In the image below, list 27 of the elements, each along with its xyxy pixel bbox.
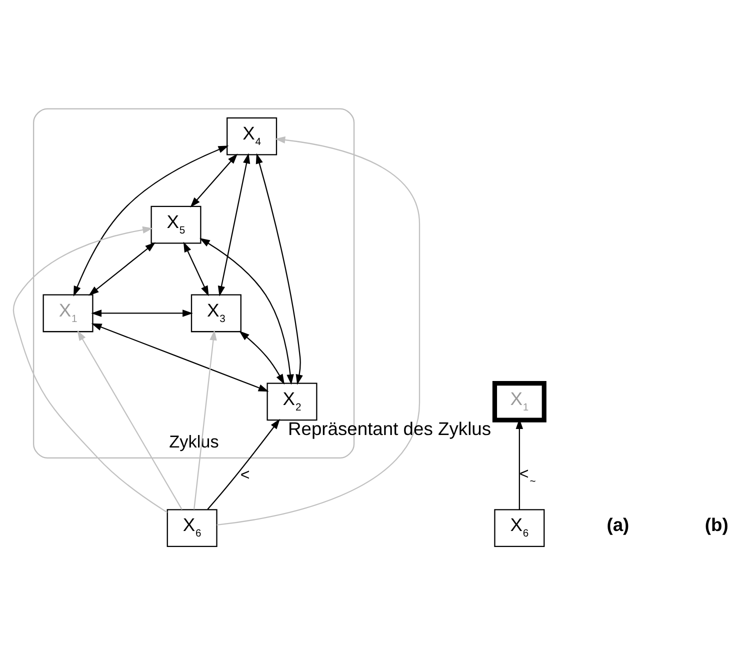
node-box: X$_{1}$ bbox=[42, 294, 94, 332]
node-box: X$_{2}$ bbox=[266, 382, 318, 421]
label: (a) bbox=[606, 514, 630, 536]
arrow bbox=[88, 242, 156, 296]
edge-label: <$_{~}$ bbox=[519, 464, 536, 488]
arrow bbox=[239, 330, 285, 385]
node-box: X$_{6}$ bbox=[494, 509, 545, 547]
node-box: X$_{4}$ bbox=[226, 117, 278, 156]
arrow bbox=[183, 242, 209, 296]
arrow bbox=[73, 146, 229, 296]
label: (b) bbox=[704, 514, 728, 536]
edge-label: < bbox=[240, 466, 250, 484]
arrow bbox=[91, 310, 193, 317]
node-box: X$_{5}$ bbox=[150, 206, 202, 244]
arrow bbox=[216, 136, 420, 526]
node-box: X$_{3}$ bbox=[190, 294, 242, 332]
node-box: X$_{1}$ bbox=[492, 381, 546, 422]
arrow bbox=[256, 153, 303, 385]
arrow bbox=[190, 154, 238, 208]
node-box: X$_{6}$ bbox=[166, 509, 218, 547]
arrow bbox=[91, 323, 269, 392]
arrow bbox=[12, 226, 168, 513]
arrow bbox=[200, 238, 294, 385]
arrow bbox=[207, 418, 280, 510]
arrow bbox=[193, 330, 217, 510]
arrow bbox=[218, 153, 250, 296]
arrow bbox=[77, 330, 182, 510]
